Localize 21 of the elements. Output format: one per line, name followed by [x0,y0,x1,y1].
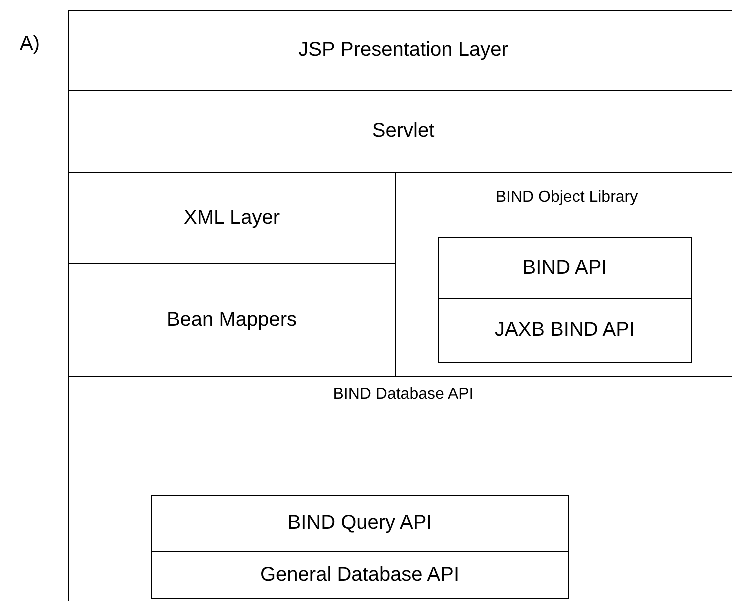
layer-label: BIND Query API [288,512,432,535]
layer-label: General Database API [260,564,460,586]
layer-box [68,10,732,90]
layer-box [151,495,569,551]
layer-box [68,90,732,172]
layer-region [68,376,732,601]
layer-box [438,237,692,298]
layer-label: JSP Presentation Layer [298,39,508,62]
layer-box [438,298,692,363]
layer-label: Servlet [372,120,435,143]
layer-label: XML Layer [184,206,280,230]
layer-region [395,172,732,376]
panel-label: A) [20,33,40,56]
layer-label: JAXB BIND API [494,319,636,342]
layer-box [68,172,395,263]
layer-label: BIND Object Library [496,189,638,207]
layer-label: Bean Mappers [166,308,298,332]
layer-label: BIND Database API [333,386,474,404]
layer-box [151,551,569,599]
layer-box [68,263,395,376]
layer-label: BIND API [522,256,608,280]
